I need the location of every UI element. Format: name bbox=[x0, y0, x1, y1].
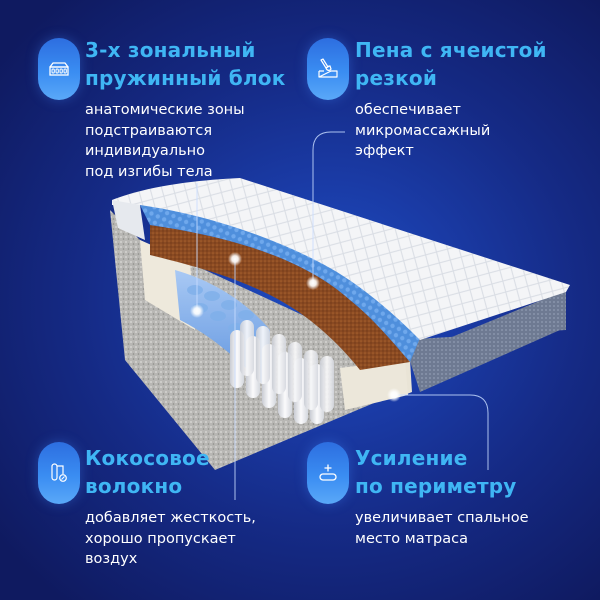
coconut-layer bbox=[150, 225, 410, 370]
icon-pill bbox=[307, 38, 349, 100]
icon-pill bbox=[38, 442, 80, 504]
feature-description: добавляет жесткость, хорошо пропускает в… bbox=[85, 510, 256, 567]
icon-pill bbox=[307, 442, 349, 504]
perimeter-plus-icon bbox=[319, 464, 337, 481]
feature-description: увеличивает спальное место матраса bbox=[355, 510, 529, 547]
feature-description: обеспечивает микромассажный эффект bbox=[355, 102, 491, 159]
feature-title: Пена с ячеистой резкой bbox=[355, 38, 547, 90]
callout-dots bbox=[190, 252, 401, 402]
coconut-fiber-icon bbox=[51, 463, 67, 482]
quilted-top bbox=[112, 178, 570, 340]
icon-pill bbox=[38, 38, 80, 100]
feature-title: 3-х зональный пружинный блок bbox=[85, 38, 286, 90]
white-springs bbox=[230, 320, 334, 424]
spring-block-icon bbox=[49, 62, 69, 76]
feature-description: анатомические зоны подстраиваются индиви… bbox=[85, 102, 245, 180]
feature-title: Кокосовое волокно bbox=[85, 446, 210, 498]
foam-cutting-icon bbox=[318, 58, 338, 78]
feature-title: Усиление по периметру bbox=[355, 446, 517, 498]
callout-lines bbox=[196, 131, 489, 500]
